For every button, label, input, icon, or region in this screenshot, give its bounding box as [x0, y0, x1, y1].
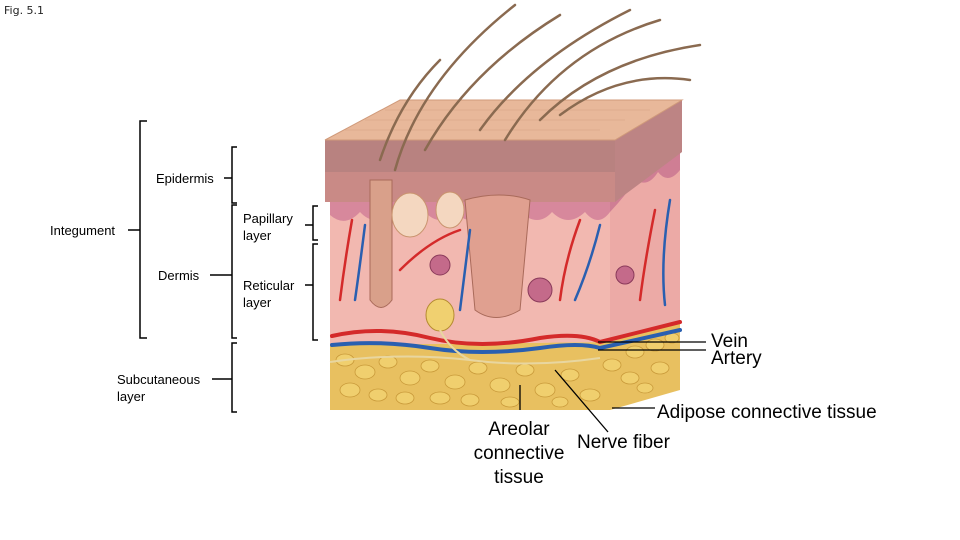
pacinian-corpuscle [426, 299, 454, 331]
reticular-bracket [313, 244, 318, 340]
subcutaneous-label-line1: Subcutaneous [117, 371, 200, 388]
dermis-bracket [232, 205, 237, 338]
integument-bracket [140, 121, 147, 338]
subcutaneous-layer-label: Subcutaneous layer [117, 371, 200, 405]
reticular-label-line1: Reticular [243, 277, 294, 294]
epidermis-bracket [232, 147, 237, 203]
nerve-fiber-label: Nerve fiber [577, 431, 670, 455]
reticular-layer-label: Reticular layer [243, 277, 294, 311]
subcutaneous-label-line2: layer [117, 388, 200, 405]
areolar-label: Areolar connective tissue [468, 418, 570, 490]
integument-label: Integument [50, 222, 115, 239]
papillary-label-line2: layer [243, 227, 293, 244]
papillary-bracket [313, 206, 318, 240]
subcutaneous-bracket [232, 343, 237, 412]
papillary-layer-label: Papillary layer [243, 210, 293, 244]
adipose-label: Adipose connective tissue [657, 401, 877, 425]
bracket-lines [128, 121, 318, 412]
areolar-label-line2: connective [468, 442, 570, 466]
areolar-label-line1: Areolar [468, 418, 570, 442]
epidermis-label: Epidermis [156, 170, 214, 187]
papillary-label-line1: Papillary [243, 210, 293, 227]
reticular-label-line2: layer [243, 294, 294, 311]
areolar-label-line3: tissue [468, 466, 570, 490]
artery-label: Artery [711, 347, 762, 371]
dermis-label: Dermis [158, 267, 199, 284]
